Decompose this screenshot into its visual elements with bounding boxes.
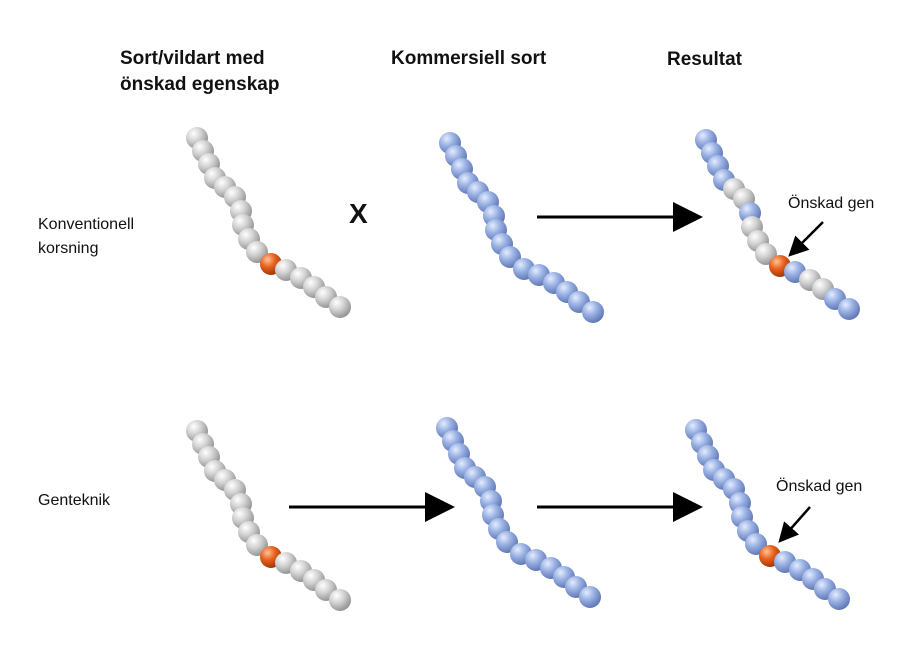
chain-bottom-wild	[186, 420, 351, 611]
header-wild-variety-line1: Sort/vildart med	[120, 48, 265, 69]
chain-top-commercial	[439, 132, 604, 323]
chain-top-wild	[186, 127, 351, 318]
bead-wild	[329, 589, 351, 611]
chain-top-result	[695, 129, 860, 320]
bead-commercial	[828, 588, 850, 610]
row-label-conventional-line1: Konventionell	[38, 216, 135, 233]
bead-commercial	[582, 301, 604, 323]
row-label-conventional-breeding: Konventionell korsning	[38, 213, 134, 261]
row-label-conventional-line2: korsning	[38, 240, 99, 257]
header-result: Resultat	[667, 49, 742, 70]
header-commercial-variety: Kommersiell sort	[391, 48, 547, 69]
desired-gene-label-top: Önskad gen	[788, 195, 875, 212]
pointer-arrow-top	[788, 221, 824, 257]
chain-bottom-commercial	[436, 417, 601, 608]
header-wild-variety: Sort/vildart med önskad egenskap	[120, 46, 279, 98]
bead-wild	[329, 296, 351, 318]
chain-bottom-result	[685, 419, 850, 610]
cross-symbol: X	[349, 198, 368, 229]
pointer-arrow-bottom	[778, 506, 811, 543]
desired-gene-label-bottom: Önskad gen	[776, 478, 863, 495]
header-wild-variety-line2: önskad egenskap	[120, 74, 280, 95]
bead-commercial	[579, 586, 601, 608]
bead-commercial	[838, 298, 860, 320]
row-label-genetic-engineering: Genteknik	[38, 492, 111, 509]
